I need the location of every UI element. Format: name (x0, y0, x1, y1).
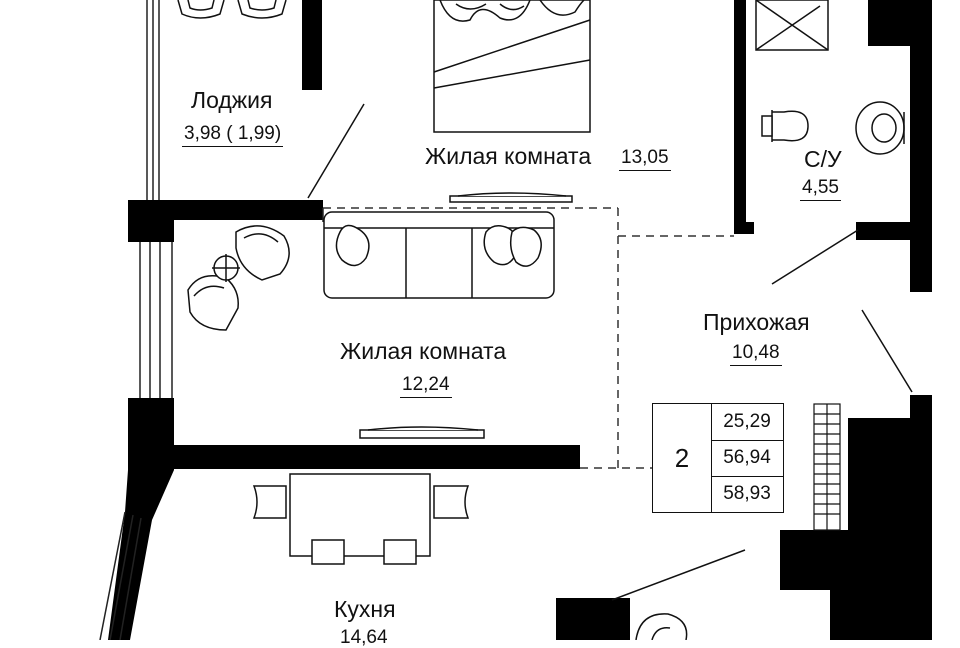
hall-name: Прихожая (703, 309, 810, 335)
door-bathroom (771, 229, 859, 285)
armchairs (187, 225, 290, 331)
loggia-area: 3,98 ( 1,99) (182, 124, 284, 147)
living-name: Жилая комната (340, 338, 507, 364)
kitchen-table (252, 473, 470, 565)
rooms-count: 2 (653, 404, 712, 512)
door-kitchen (611, 549, 746, 601)
wall-right-upper (868, 0, 932, 292)
walls (108, 0, 932, 640)
kitchen-name: Кухня (334, 596, 396, 622)
lower-fixture (635, 613, 688, 640)
wall-bath-left (734, 0, 746, 232)
wall-right-lower (780, 395, 932, 640)
hall-area: 10,48 (730, 343, 782, 366)
shoe-rack (813, 403, 841, 531)
loggia-chairs (177, 0, 287, 19)
bathroom-name: С/У (804, 146, 842, 172)
kitchen-area: 14,64 (340, 627, 388, 648)
wall-loggia-right-stub (302, 0, 322, 90)
wall-bath-bottom-right (856, 222, 912, 240)
bed (433, 0, 591, 133)
radiators (359, 192, 573, 439)
window-lines (99, 0, 324, 640)
loggia-name: Лоджия (191, 87, 273, 113)
total-area-with-loggia: 58,93 (723, 483, 771, 504)
doors (307, 103, 913, 601)
bedroom-name: Жилая комната (425, 143, 592, 169)
wall-living-left-pier (128, 200, 174, 242)
door-entrance (861, 309, 913, 393)
sofa (323, 211, 555, 299)
door-loggia (307, 103, 365, 199)
bedroom-area: 13,05 (619, 148, 671, 171)
wall-bath-bottom-left (734, 222, 754, 234)
toilet (771, 110, 809, 142)
zone-boundaries (323, 207, 734, 469)
wall-kitchen-bottom (556, 598, 630, 640)
living-area: 12,24 (400, 375, 452, 398)
bathroom-fixtures (755, 0, 905, 155)
wall-kitchen-curve (108, 470, 174, 640)
bathroom-area: 4,55 (800, 178, 841, 201)
living-area-total: 25,29 (711, 404, 783, 441)
wall-living-top-left (128, 200, 323, 220)
total-area: 56,94 (711, 440, 783, 477)
area-summary-table: 2 25,29 56,94 58,93 (652, 403, 784, 513)
wall-living-bottom (128, 445, 580, 469)
